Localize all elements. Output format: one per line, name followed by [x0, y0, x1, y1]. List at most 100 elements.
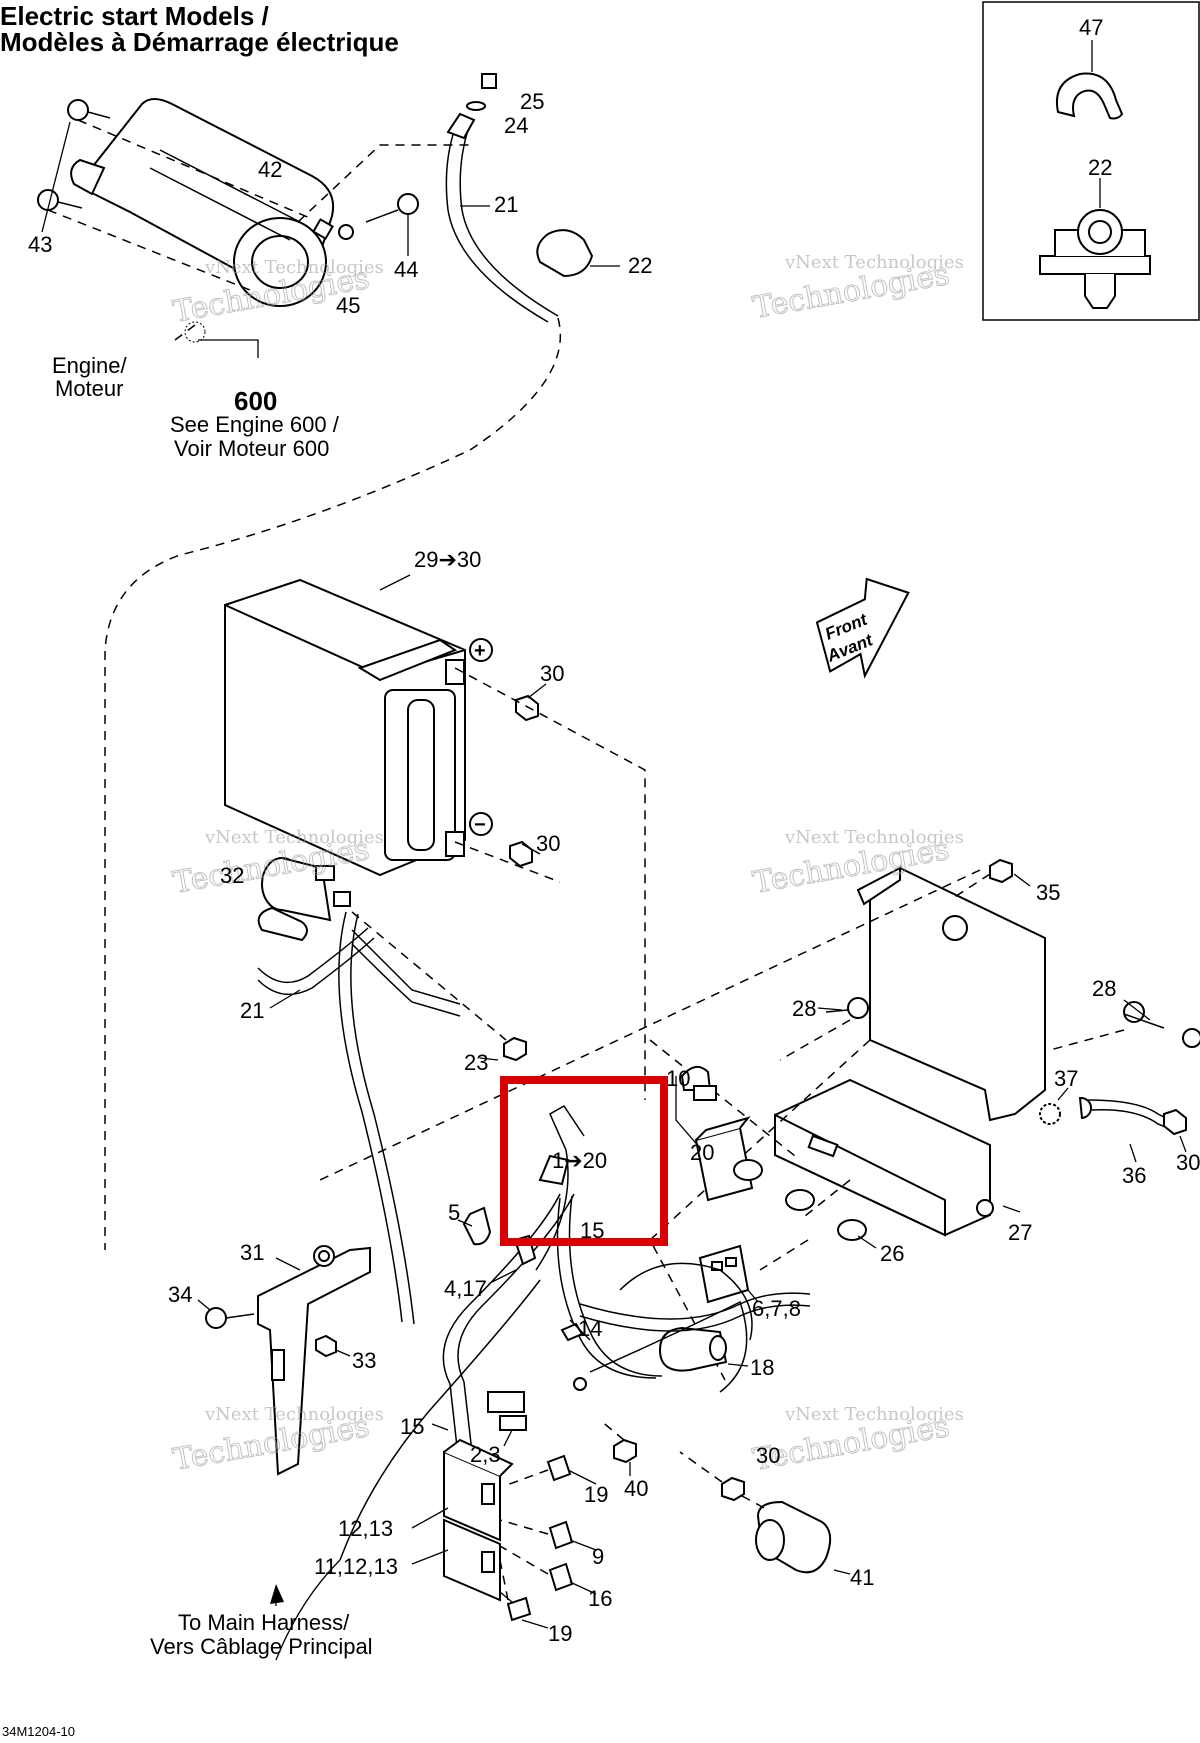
highlight-box [500, 1076, 668, 1246]
bolt-43-part [37, 99, 111, 233]
engine-label-line2: Moteur [55, 376, 123, 401]
callout-21-top: 21 [494, 192, 518, 217]
part-5 [457, 1206, 492, 1246]
callout-26: 26 [880, 1241, 904, 1266]
callout-10: 10 [666, 1066, 690, 1091]
battery-negative-terminal [469, 812, 493, 836]
nut-40-part [599, 1419, 637, 1476]
callout-30-upper: 30 [540, 661, 564, 686]
fuse-9-part [499, 1519, 597, 1551]
callout-30-right: 30 [1176, 1150, 1200, 1175]
main-harness-label-line1: To Main Harness/ [178, 1610, 350, 1635]
connector-41-part [679, 1451, 851, 1575]
diagram-title-line1: Electric start Models / [0, 1, 269, 31]
callout-22-inset: 22 [1088, 155, 1112, 180]
clip-47-part [1056, 40, 1124, 120]
engine-see-line1: See Engine 600 / [170, 412, 340, 437]
battery-part [224, 574, 466, 877]
fuse-16-part [499, 1545, 597, 1595]
bolt-28-left-part [817, 997, 869, 1019]
callout-43: 43 [28, 232, 52, 257]
svg-text:vNext Technologies: vNext Technologies [784, 252, 964, 273]
nut-30-upper-part [515, 694, 539, 722]
callout-31: 31 [240, 1240, 264, 1265]
callout-9: 9 [592, 1544, 604, 1569]
grommet-26-part [733, 1159, 877, 1249]
callout-29-30: 29➔30 [414, 547, 481, 572]
callout-42: 42 [258, 157, 282, 182]
callout-14: 14 [578, 1316, 602, 1341]
svg-text:vNext Technologies: vNext Technologies [784, 827, 964, 848]
clip-22-inset-part [1039, 178, 1151, 309]
callout-12-13: 12,13 [338, 1516, 393, 1541]
svg-text:vNext Technologies: vNext Technologies [204, 1404, 384, 1425]
part-18 [658, 1326, 749, 1372]
callout-5: 5 [448, 1200, 460, 1225]
callout-18: 18 [750, 1355, 774, 1380]
front-arrow-part [815, 577, 910, 679]
cable-21-lower-part [257, 927, 375, 1009]
callout-25: 25 [520, 89, 544, 114]
starter-motor-part [70, 98, 334, 307]
callout-44: 44 [394, 257, 418, 282]
inset-box [982, 1, 1200, 321]
callout-40: 40 [624, 1476, 648, 1501]
main-harness-label-line2: Vers Câblage Principal [150, 1634, 373, 1659]
main-harness-arrow-head [270, 1584, 284, 1604]
clip-22-top-part [536, 229, 620, 278]
callout-15-lower: 15 [400, 1414, 424, 1439]
callout-35: 35 [1036, 880, 1060, 905]
callout-34: 34 [168, 1282, 192, 1307]
callout-28-left: 28 [792, 996, 816, 1021]
drawing-code: 34M1204-10 [2, 1724, 75, 1739]
relay-20-part [680, 1065, 754, 1202]
connector-2-3-part [487, 1391, 527, 1447]
callout-47: 47 [1079, 15, 1103, 40]
callout-2-3: 2,3 [470, 1442, 501, 1467]
bolt-28-right-part [1123, 999, 1200, 1048]
fuse-19-upper-part [503, 1454, 597, 1487]
bolt-34-part [197, 1299, 255, 1329]
callout-37: 37 [1054, 1066, 1078, 1091]
watermark-top-right: vNext Technologies Technologies [750, 252, 964, 326]
starter-solenoid-part [257, 857, 351, 942]
callout-30-bottom: 30 [756, 1443, 780, 1468]
callout-23: 23 [464, 1050, 488, 1075]
svg-text:vNext Technologies: vNext Technologies [204, 827, 384, 848]
fuse-19-lower-part [499, 1559, 549, 1629]
battery-positive-terminal [469, 638, 493, 662]
callout-16: 16 [588, 1586, 612, 1611]
callout-6-7-8: 6,7,8 [752, 1296, 801, 1321]
callout-22-top: 22 [628, 253, 652, 278]
watermark-bottom-right: vNext Technologies Technologies [750, 1404, 964, 1478]
engine-see-line2: Voir Moteur 600 [174, 436, 329, 461]
callout-19-lower: 19 [548, 1621, 572, 1646]
callout-11-12-13: 11,12,13 [314, 1554, 398, 1579]
callout-28-right: 28 [1092, 976, 1116, 1001]
callout-21-lower: 21 [240, 998, 264, 1023]
callout-24: 24 [504, 113, 528, 138]
fuse-block-part [411, 1438, 514, 1602]
svg-text:vNext Technologies: vNext Technologies [204, 257, 384, 278]
diagram-title-line2: Modèles à Démarrage électrique [0, 27, 399, 57]
callout-20: 20 [690, 1140, 714, 1165]
callout-30-lower: 30 [536, 831, 560, 856]
callout-36: 36 [1122, 1163, 1146, 1188]
battery-positive-sign: + [474, 640, 486, 662]
callout-4-17: 4,17 [444, 1276, 487, 1301]
cable-21-top-part [445, 73, 559, 323]
nut-33-part [315, 1334, 351, 1358]
callout-41: 41 [850, 1565, 874, 1590]
bolt-44-part [338, 193, 419, 256]
callout-19-upper: 19 [584, 1482, 608, 1507]
battery-support-part [774, 866, 1046, 1237]
nut-35-part [989, 858, 1013, 884]
wiring-harness-part [339, 1105, 811, 1561]
battery-negative-sign: − [474, 814, 486, 836]
nut-30-lower-part [509, 840, 533, 868]
harness-bracket-31-part [257, 1245, 371, 1476]
callout-27: 27 [1008, 1220, 1032, 1245]
callout-32: 32 [220, 863, 244, 888]
